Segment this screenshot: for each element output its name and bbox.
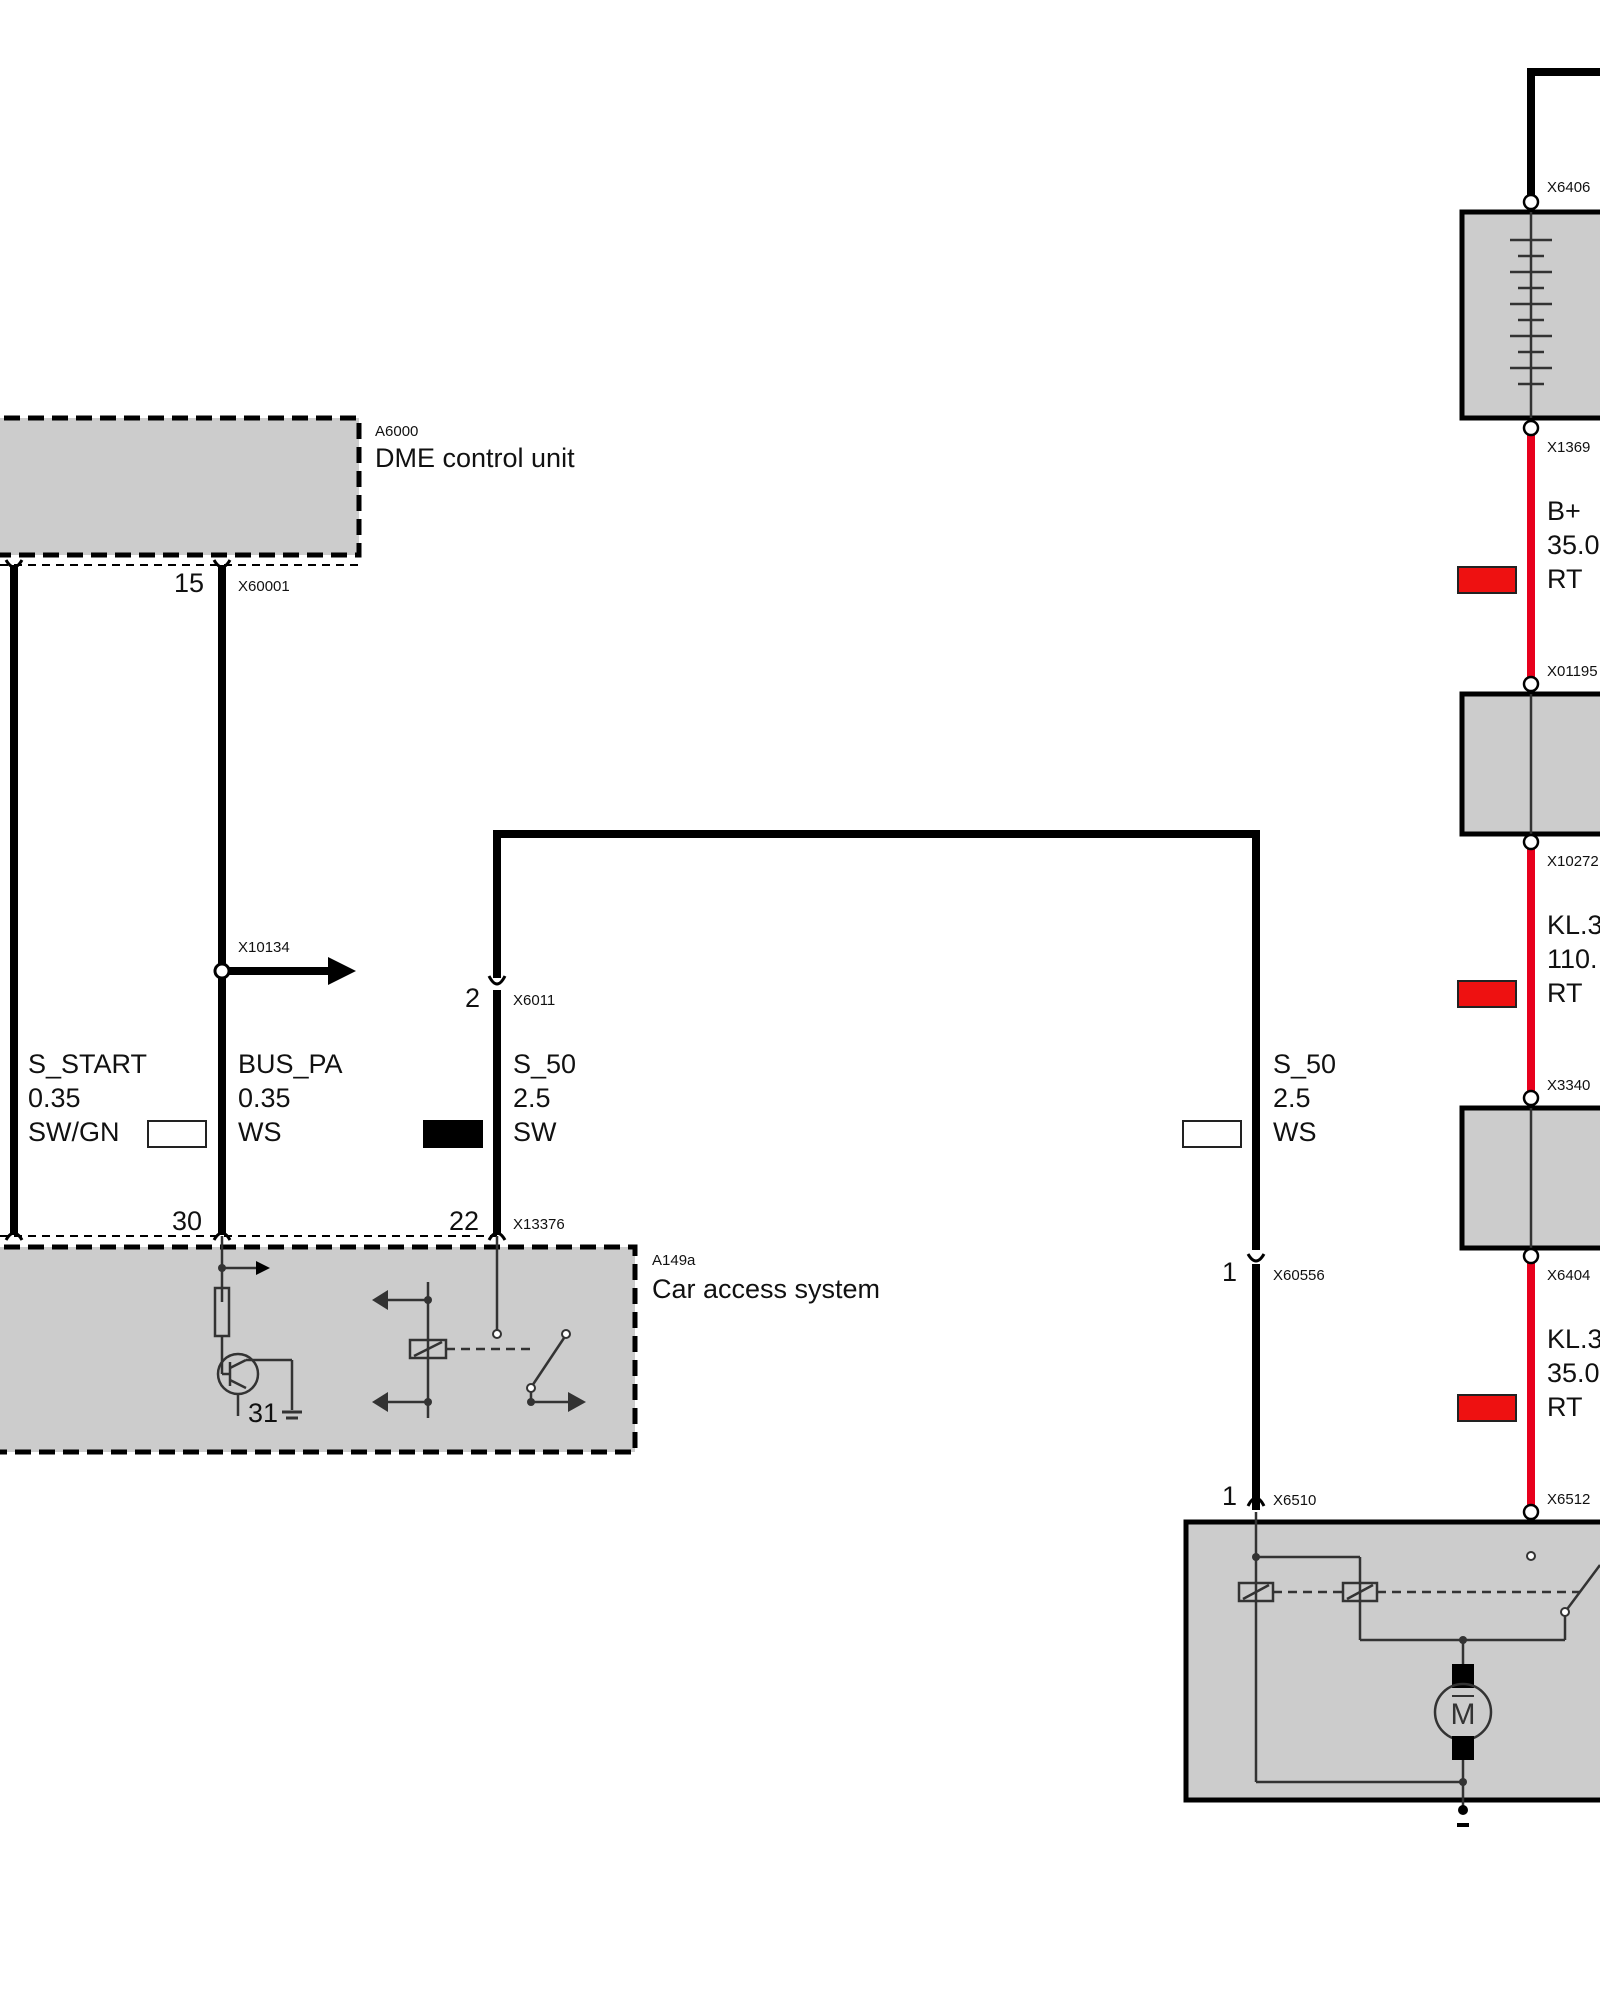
wire-signal-s50-left: S_50 [513, 1049, 576, 1079]
connector-label-x6510: X6510 [1273, 1492, 1316, 1509]
ground-icon [1457, 1805, 1469, 1827]
pin-label-x60556-1: 1 [1222, 1257, 1237, 1287]
starter-box [1183, 1519, 1600, 1803]
battery-supply-line: X6406 X1369 X01195 X10272 X3340 X6404 X6… [1457, 68, 1600, 1521]
wire-size-kl30-low: 35.0 [1547, 1358, 1600, 1388]
car-access-system: 30 22 X13376 A149a Car access system 31 [0, 1206, 880, 1455]
wire-size-s50-right: 2.5 [1273, 1083, 1311, 1113]
wire-color-chip-kl30-mid [1457, 980, 1517, 1008]
wire-size-kl30-mid: 110. [1547, 944, 1598, 974]
pin-label-dme-15: 15 [174, 568, 204, 598]
pin-x6512 [1522, 1503, 1540, 1521]
wire-color-chip-s50-left [423, 1120, 483, 1148]
wire-color-s50-left: SW [513, 1117, 557, 1147]
connector-label-x01195: X01195 [1547, 663, 1598, 680]
s50-loop: 2 X6011 S_50 2.5 SW S_50 2.5 WS 1 X60556… [423, 830, 1336, 1511]
connector-label-x60556: X60556 [1273, 1267, 1325, 1284]
wire-color-bplus: RT [1547, 564, 1583, 594]
s50-loop-wire [493, 830, 1260, 1250]
pin-label-cas-30: 30 [172, 1206, 202, 1236]
pin-x3340 [1522, 1089, 1540, 1107]
connector-label-x6406: X6406 [1547, 179, 1590, 196]
motor-icon: M [1433, 1664, 1493, 1760]
splice-x10134 [213, 962, 231, 980]
connector-label-x3340: X3340 [1547, 1077, 1590, 1094]
connector-label-x6512: X6512 [1547, 1491, 1590, 1508]
wire-size-bplus: 35.0 [1547, 530, 1600, 560]
pin-label-x6011-2: 2 [465, 983, 480, 1013]
connector-label-x6011: X6011 [513, 992, 555, 1009]
wire-color-chip-s-start [147, 1120, 207, 1148]
wire-signal-kl30-low: KL.3 [1547, 1324, 1600, 1354]
cas-component-name: Car access system [652, 1274, 880, 1304]
pin-label-cas-31: 31 [248, 1398, 278, 1428]
connector-label-x6404: X6404 [1547, 1267, 1590, 1284]
wire-color-s-start: SW/GN [28, 1117, 120, 1147]
wire-size-s-start: 0.35 [28, 1083, 81, 1113]
pin-x01195 [1522, 675, 1540, 693]
wire-color-chip-bplus [1457, 566, 1517, 594]
wire-color-s50-right: WS [1273, 1117, 1317, 1147]
wire-signal-bplus: B+ [1547, 496, 1581, 526]
wire-color-kl30-mid: RT [1547, 978, 1583, 1008]
connector-label-x60001: X60001 [238, 578, 290, 595]
connector-label-x10272: X10272 [1547, 853, 1599, 870]
dme-component-name: DME control unit [375, 443, 575, 473]
branch-arrow-icon [328, 957, 356, 985]
pin-x6406 [1522, 193, 1540, 211]
pin-x6404 [1522, 1247, 1540, 1265]
dme-cas-wires: X10134 S_START 0.35 SW/GN BUS_PA 0.35 WS [4, 559, 356, 1235]
wire-color-kl30-low: RT [1547, 1392, 1583, 1422]
pin-label-cas-22: 22 [449, 1206, 479, 1236]
wire-color-chip-s50-right [1182, 1120, 1242, 1148]
dme-control-unit: A6000 DME control unit 15 X60001 [0, 415, 575, 598]
connector-label-x1369: X1369 [1547, 439, 1590, 456]
wire-signal-s-start: S_START [28, 1049, 147, 1079]
connector-label-x13376: X13376 [513, 1216, 565, 1233]
battery-icon [1510, 212, 1552, 418]
battery-top-wire [1527, 68, 1600, 200]
relay-coil-icon [372, 1236, 586, 1418]
dme-component-id: A6000 [375, 423, 418, 440]
wire-size-s50-left: 2.5 [513, 1083, 551, 1113]
wire-color-chip-kl30-low [1457, 1394, 1517, 1422]
transistor-icon [213, 1236, 302, 1420]
pin-x1369 [1522, 419, 1540, 437]
pin-x10272 [1522, 833, 1540, 851]
starter-motor-unit: M [1183, 1512, 1600, 1827]
wire-color-bus-pa: WS [238, 1117, 282, 1147]
wire-signal-bus-pa: BUS_PA [238, 1049, 343, 1079]
cas-component-id: A149a [652, 1252, 696, 1269]
svg-text:M: M [1451, 1698, 1476, 1731]
pin-label-x6510-1: 1 [1222, 1481, 1237, 1511]
cas-box [0, 1244, 638, 1455]
wire-signal-kl30-mid: KL.3 [1547, 910, 1600, 940]
connector-label-x10134: X10134 [238, 939, 290, 956]
wire-size-bus-pa: 0.35 [238, 1083, 291, 1113]
dme-box [0, 415, 362, 558]
wire-signal-s50-right: S_50 [1273, 1049, 1336, 1079]
